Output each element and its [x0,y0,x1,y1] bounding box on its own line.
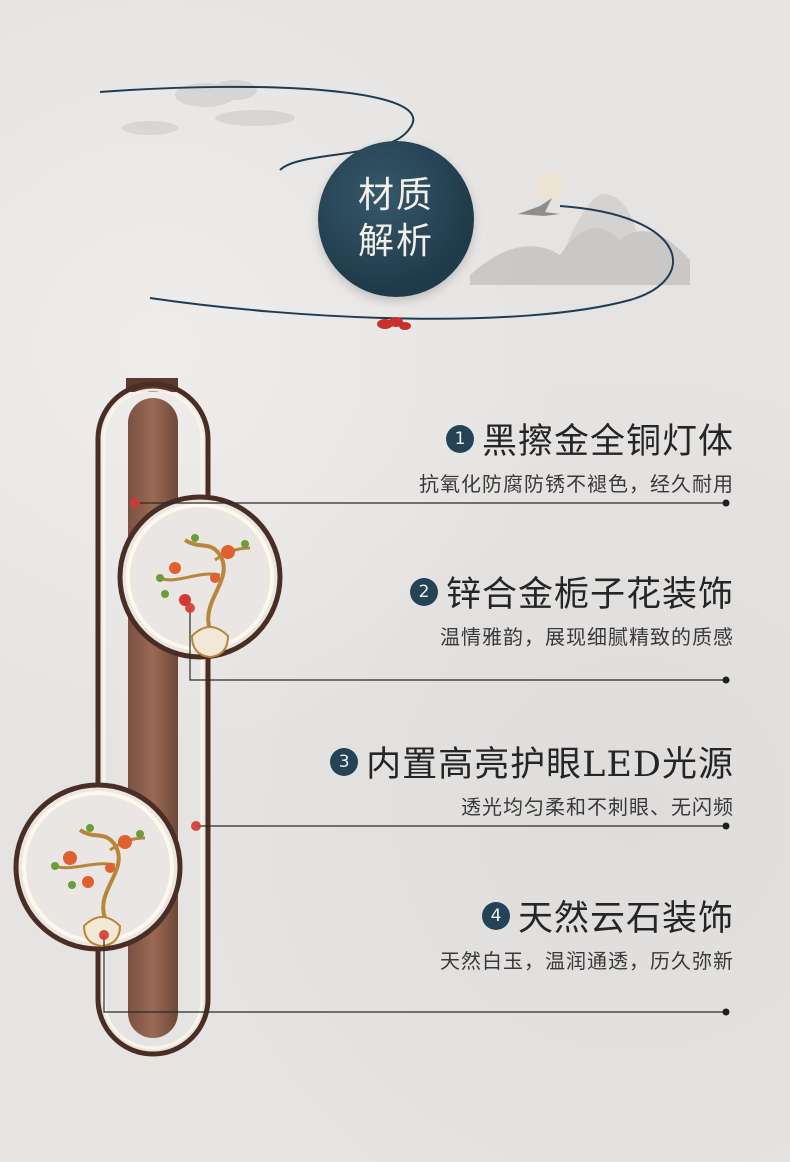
feature-title-1: 黑擦金全铜灯体 [481,422,734,462]
sun-icon [534,172,562,200]
feature-subtitle-3: 透光均匀柔和不刺眼、无闪频 [461,795,734,819]
upper-ring [117,494,283,660]
number-badge-2: 2 [409,577,438,606]
section-badge: 材质 解析 [318,141,474,297]
callout-end-dots [722,499,730,1016]
callout-start-dots [99,498,201,940]
badge-line-1: 材质 [357,175,434,216]
mountain-icon [470,193,690,285]
callout-line-2 [189,608,726,681]
feature-subtitle-2: 温情雅韵，展现细腻精致的质感 [440,625,734,649]
feature-2: 2 锌合金栀子花装饰 温情雅韵，展现细腻精致的质感 [409,566,734,650]
swoosh-line [99,85,674,320]
callout-line-4 [103,935,726,1013]
number-badge-3: 3 [330,747,359,776]
feature-3: 3 内置高亮护眼LED光源 透光均匀柔和不刺眼、无闪频 [330,736,734,820]
cloud-icon [122,80,295,135]
number-badge-1: 1 [445,424,474,453]
ink-wash-decoration [99,80,690,330]
feature-title-4: 天然云石装饰 [517,899,734,939]
capsule-glow [102,388,204,1050]
feature-4: 4 天然云石装饰 天然白玉，温润通透，历久弥新 [440,890,734,974]
red-cloud-icon [377,317,411,330]
callout-lines [103,502,726,1013]
feature-subtitle-4: 天然白玉，温润通透，历久弥新 [440,949,734,973]
feature-1: 1 黑擦金全铜灯体 抗氧化防腐防锈不褪色，经久耐用 [419,413,734,497]
crane-icon [518,198,560,216]
feature-subtitle-1: 抗氧化防腐防锈不褪色，经久耐用 [419,472,734,496]
feature-title-3: 内置高亮护眼LED光源 [366,745,734,785]
capsule-frame [95,381,211,1057]
gardenia-ornament-upper [156,534,251,659]
badge-line-2: 解析 [357,221,434,262]
number-badge-4: 4 [481,901,510,930]
feature-title-2: 锌合金栀子花装饰 [445,575,734,615]
lower-ring [13,782,183,952]
